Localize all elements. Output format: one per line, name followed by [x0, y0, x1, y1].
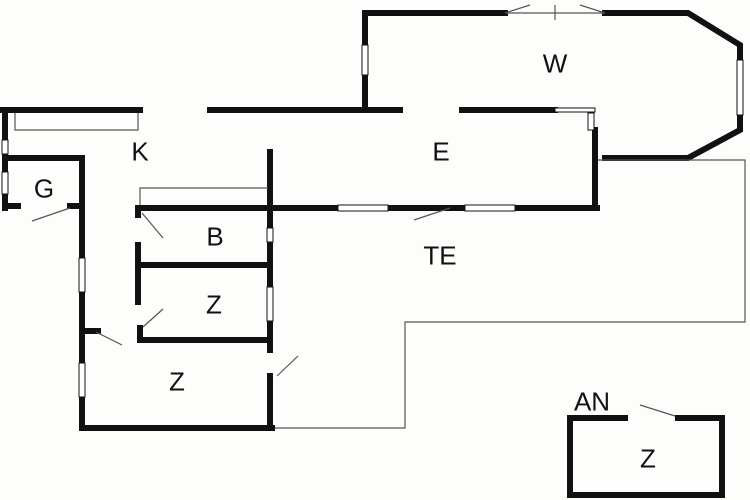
windows — [1, 44, 744, 398]
window — [1, 171, 9, 195]
window — [78, 362, 86, 398]
wall — [602, 10, 743, 161]
terrace-outline — [275, 159, 746, 429]
window — [464, 204, 516, 212]
window — [736, 59, 744, 116]
window — [78, 257, 86, 293]
thin-lines — [14, 4, 746, 429]
door-swing — [95, 331, 123, 346]
counter — [14, 113, 139, 131]
window — [266, 227, 274, 243]
window — [266, 286, 274, 322]
door-swing — [31, 207, 71, 222]
door-swing — [141, 212, 164, 239]
window — [361, 44, 369, 76]
wall — [362, 10, 508, 111]
window — [554, 107, 596, 113]
room-label-an: AN — [573, 386, 611, 417]
door-swing — [413, 207, 451, 221]
room-label-k: K — [131, 136, 149, 167]
window — [337, 204, 389, 212]
door-swing — [276, 355, 299, 377]
room-label-g: G — [33, 173, 55, 204]
window — [587, 112, 595, 131]
room-label-e: E — [432, 136, 450, 167]
room-label-te: TE — [423, 240, 457, 271]
room-label-z: Z — [640, 443, 656, 474]
window — [1, 139, 9, 155]
room-label-w: W — [542, 48, 568, 79]
door-leaf — [504, 4, 531, 14]
room-label-z: Z — [206, 289, 222, 320]
wall — [2, 155, 85, 208]
wall — [567, 415, 725, 498]
door-swing — [639, 404, 676, 417]
door-leaf — [579, 4, 606, 14]
room-label-z: Z — [169, 366, 185, 397]
counter — [139, 187, 268, 205]
room-label-b: B — [206, 221, 224, 252]
door-swing — [142, 308, 164, 328]
walls — [0, 10, 743, 498]
